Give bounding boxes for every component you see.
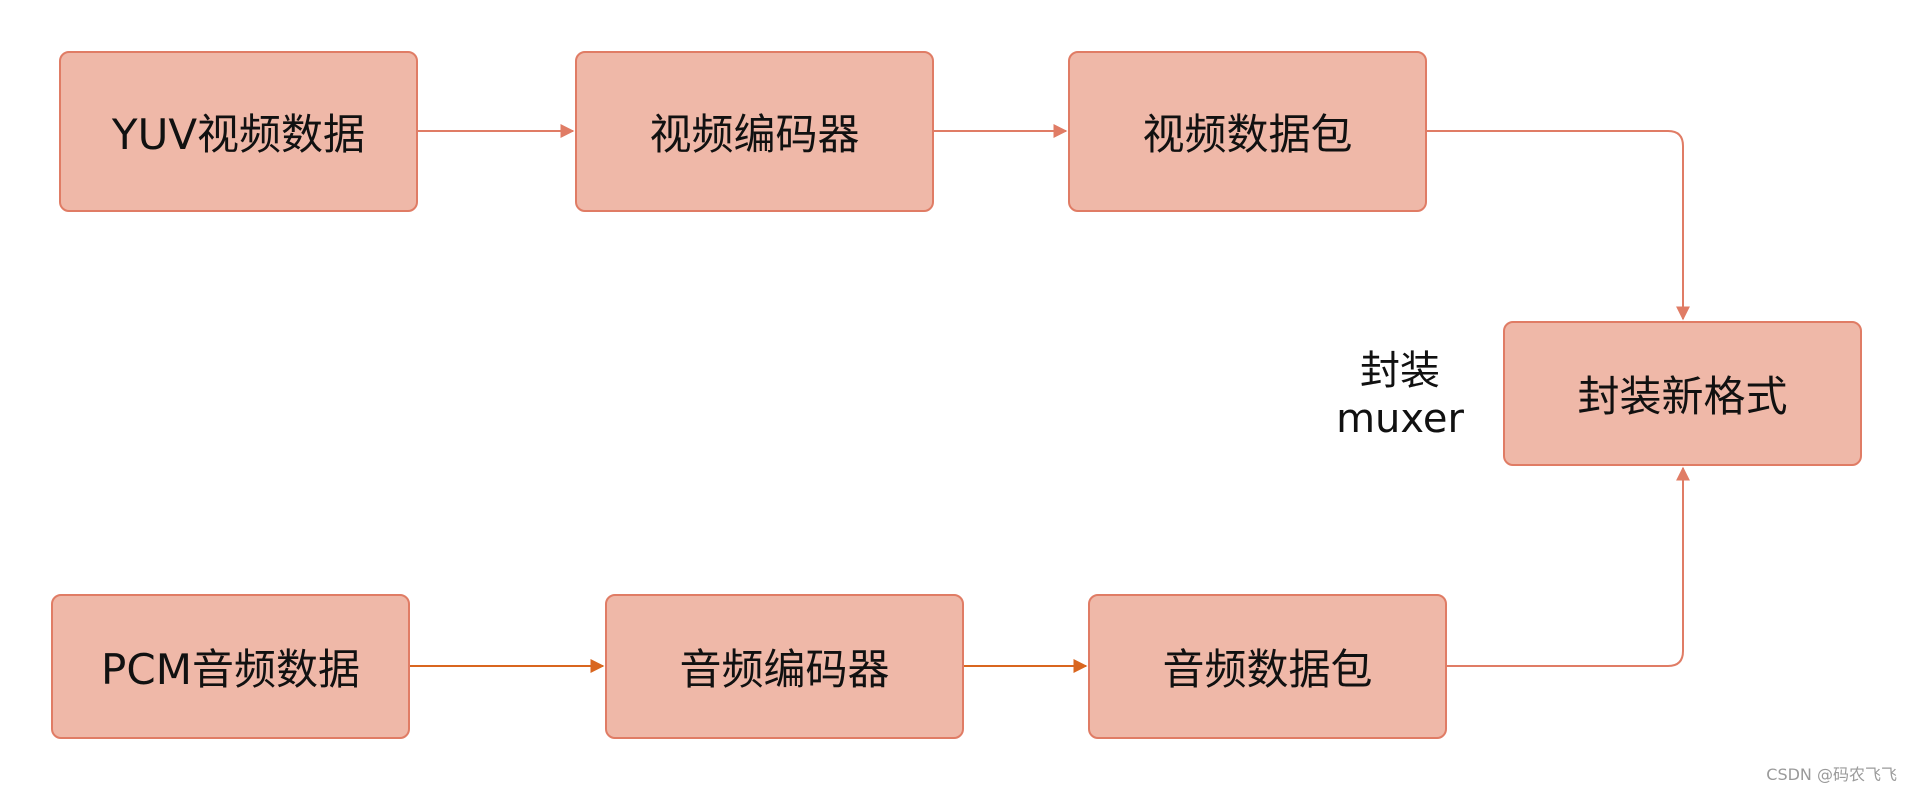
node-label: 音频数据包	[1162, 645, 1373, 694]
node-audio-packet: 音频数据包	[1088, 594, 1447, 739]
node-new-format: 封装新格式	[1503, 321, 1862, 466]
muxer-label: 封装 muxer	[1330, 347, 1470, 443]
node-audio-encoder: 音频编码器	[605, 594, 964, 739]
node-label: PCM音频数据	[101, 645, 360, 694]
watermark: CSDN @码农飞飞	[1766, 765, 1897, 784]
muxer-label-line1: 封装	[1360, 348, 1440, 394]
node-label: 封装新格式	[1577, 372, 1788, 421]
node-video-encoder: 视频编码器	[575, 51, 934, 212]
node-label: YUV视频数据	[111, 110, 366, 159]
edge-video-packet-to-new-format	[1427, 130, 1690, 321]
node-label: 视频编码器	[649, 110, 860, 159]
muxer-label-line2: muxer	[1336, 396, 1464, 442]
edge-audio-packet-to-new-format	[1447, 466, 1690, 667]
node-label: 音频编码器	[679, 645, 890, 694]
node-video-packet: 视频数据包	[1068, 51, 1427, 212]
node-yuv-video-data: YUV视频数据	[59, 51, 418, 212]
node-pcm-audio-data: PCM音频数据	[51, 594, 410, 739]
node-label: 视频数据包	[1142, 110, 1353, 159]
